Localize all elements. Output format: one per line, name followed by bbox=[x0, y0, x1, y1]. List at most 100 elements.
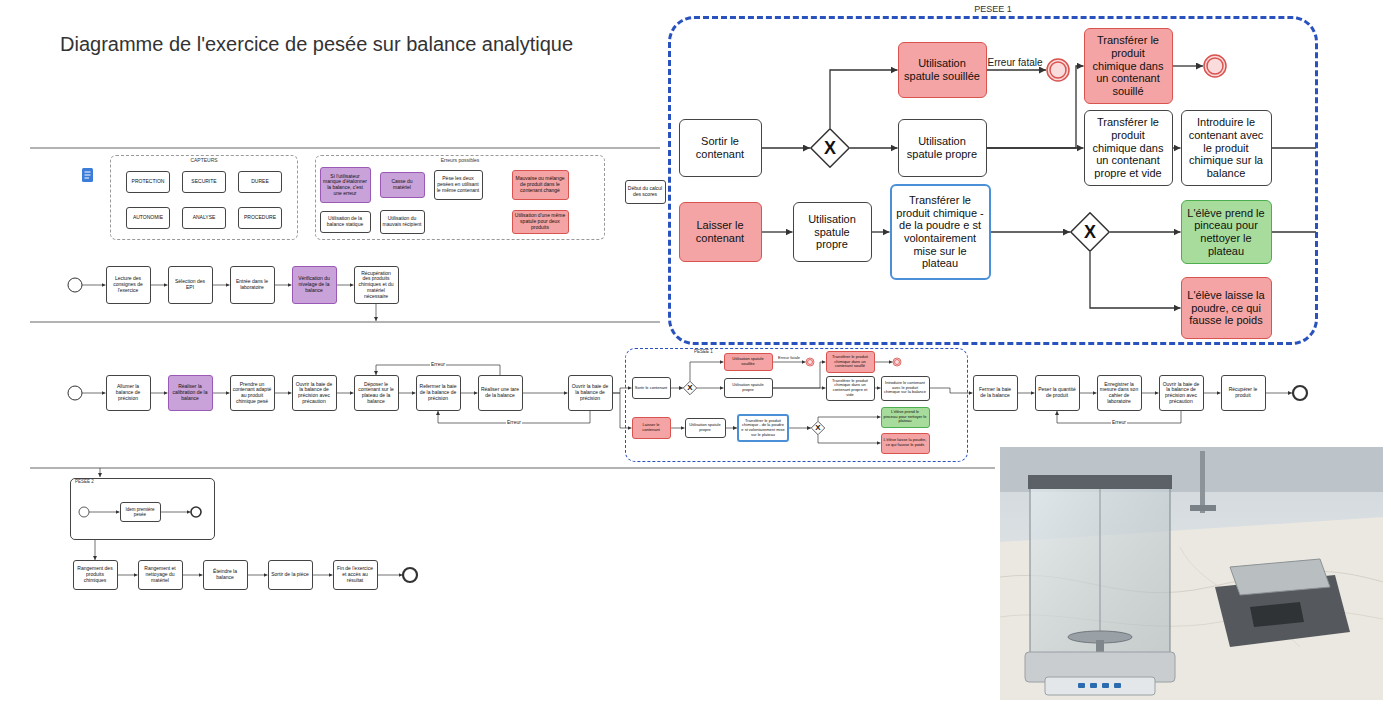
check-box: Vérification du nivelage de la balance bbox=[292, 266, 337, 304]
error-box: Laisser le contenant bbox=[679, 202, 762, 262]
node-label: ANALYSE bbox=[193, 215, 216, 221]
node-label: L'élève prend le pinceau pour nettoyer l… bbox=[1186, 207, 1267, 258]
sequence-flow bbox=[830, 70, 898, 128]
flow-line bbox=[376, 304, 377, 321]
process-box: Éteindre la balance bbox=[203, 560, 248, 590]
highlight-box: Transférer le produit chimique - de la p… bbox=[890, 184, 991, 280]
process-box: Utilisation spatule propre bbox=[724, 378, 773, 398]
node-label: Fin de l'exercice et accès au résultat bbox=[336, 566, 375, 583]
process-box: SECURITE bbox=[182, 171, 226, 193]
sequence-flow bbox=[213, 393, 230, 394]
node-label: Récupération des produits chimiques et d… bbox=[357, 271, 396, 300]
success-box: L'élève prend le pinceau pour nettoyer l… bbox=[1181, 200, 1272, 264]
node-label: Transférer le produit chimique dans un c… bbox=[1089, 34, 1168, 97]
error-end-ring bbox=[808, 360, 813, 365]
gateway-mark: X bbox=[687, 384, 692, 392]
sequence-flow bbox=[213, 285, 230, 286]
process-box: PROTECTION bbox=[126, 171, 170, 193]
sequence-flow bbox=[275, 393, 292, 394]
sequence-flow bbox=[183, 575, 203, 576]
error-box: Transférer le produit chimique dans un c… bbox=[1084, 28, 1173, 104]
sequence-flow bbox=[987, 147, 1084, 148]
sequence-flow bbox=[930, 388, 973, 393]
node-label: Éteindre la balance bbox=[206, 569, 245, 581]
sequence-flow bbox=[337, 285, 354, 286]
process-box: Introduire le contenant avec le produit … bbox=[1181, 110, 1272, 186]
sequence-flow bbox=[773, 362, 826, 388]
process-box: Début du calcul des scores bbox=[625, 180, 666, 204]
flow-line bbox=[1266, 393, 1293, 394]
sequence-flow bbox=[461, 393, 478, 394]
frame-heading: CAPTEURS bbox=[111, 158, 297, 164]
node-label: PROCEDURE bbox=[244, 215, 276, 221]
group-frame: CAPTEURSPROTECTIONSECURITEDUREEAUTONOMIE… bbox=[110, 155, 298, 240]
process-box: Récupération des produits chimiques et d… bbox=[354, 266, 399, 304]
node-label: Réaliser une tare de la balance bbox=[481, 387, 520, 399]
process-box: Refermer la baie de la balance de précis… bbox=[416, 375, 461, 411]
diamond-shape bbox=[683, 381, 696, 394]
node-label: Rangement et nettoyage du matériel bbox=[141, 566, 180, 583]
process-box: Sortir de la pièce bbox=[268, 560, 313, 590]
error-end-ring bbox=[1050, 62, 1066, 78]
gateway-mark: X bbox=[824, 139, 836, 157]
node-label: DUREE bbox=[251, 179, 269, 185]
node-label: Réaliser la calibration de la balance bbox=[171, 384, 210, 401]
node-label: Utilisation du mauvais récipient bbox=[383, 216, 422, 228]
node-label: Transférer le produit chimique dans un c… bbox=[829, 379, 872, 397]
event-circle bbox=[79, 507, 89, 517]
frame-heading: PESEE 1 bbox=[694, 350, 713, 355]
process-box: Transférer le produit chimique dans un c… bbox=[826, 376, 875, 401]
process-box: Ouvrir la baie de la balance de précisio… bbox=[1159, 375, 1204, 411]
process-box: Allumer la balance de précision bbox=[106, 375, 151, 411]
process-box: Rangement des produits chimiques bbox=[73, 560, 118, 590]
sequence-flow bbox=[697, 388, 724, 389]
node-label: Laisser le contenant bbox=[635, 423, 668, 432]
node-label: Utilisation spatule propre bbox=[688, 423, 723, 432]
sequence-flow bbox=[987, 66, 1084, 148]
node-label: Casse du matériel bbox=[383, 179, 422, 191]
node-label: Fermer la baie de la balance bbox=[976, 387, 1015, 399]
process-box: PROCEDURE bbox=[238, 207, 282, 229]
process-box: Utilisation spatule propre bbox=[793, 202, 872, 262]
node-label: Utilisation spatule souillée bbox=[727, 357, 770, 366]
highlight-box: Transférer le produit chimique - de la p… bbox=[737, 414, 789, 442]
node-label: L'élève laisse la poudre, ce qui fausse … bbox=[1186, 289, 1267, 327]
process-box: Utilisation de la balance statique bbox=[320, 211, 371, 233]
subprocess-frame: PESEE 2Idem première pesée bbox=[70, 478, 215, 540]
frame-heading: PESEE 1 bbox=[671, 5, 1315, 15]
gateway-diamond: X bbox=[683, 381, 697, 395]
error-end-event bbox=[1204, 55, 1226, 77]
node-label: Peser la quantité de produit bbox=[1038, 387, 1077, 399]
sequence-flow bbox=[872, 231, 890, 232]
sequence-flow bbox=[337, 393, 354, 394]
process-box: Entrée dans le laboratoire bbox=[230, 266, 275, 304]
error-end-ring bbox=[895, 360, 900, 365]
error-end-event bbox=[893, 358, 901, 366]
flow-note: Erreur fatale bbox=[778, 356, 800, 360]
event-circle bbox=[403, 568, 417, 582]
node-label: Sélection des EPI bbox=[171, 279, 210, 291]
gateway-mark: X bbox=[1084, 223, 1096, 241]
node-label: Utilisation spatule propre bbox=[798, 213, 867, 251]
sequence-flow bbox=[1080, 393, 1097, 394]
diamond-shape bbox=[1071, 213, 1109, 251]
error-end-event bbox=[1047, 59, 1069, 81]
event-circle bbox=[68, 386, 82, 400]
node-label: Transférer le produit chimique dans un c… bbox=[829, 355, 872, 369]
process-box: Sortir le contenant bbox=[632, 377, 671, 399]
process-box: DUREE bbox=[238, 171, 282, 193]
flow-line bbox=[1173, 65, 1204, 66]
sequence-flow bbox=[671, 388, 684, 389]
event-circle bbox=[68, 278, 82, 292]
gateway-diamond: X bbox=[1070, 212, 1110, 252]
note-icon bbox=[82, 168, 93, 182]
sequence-flow bbox=[118, 575, 138, 576]
flow-line bbox=[1272, 147, 1317, 148]
process-box: Peser la quantité de produit bbox=[1035, 375, 1080, 411]
error-box: Mauvaise ou mélange de produit dans le c… bbox=[512, 170, 569, 200]
sequence-flow bbox=[850, 147, 898, 148]
flow-line bbox=[875, 362, 893, 363]
sequence-flow bbox=[818, 417, 881, 421]
sequence-flow bbox=[613, 388, 632, 393]
